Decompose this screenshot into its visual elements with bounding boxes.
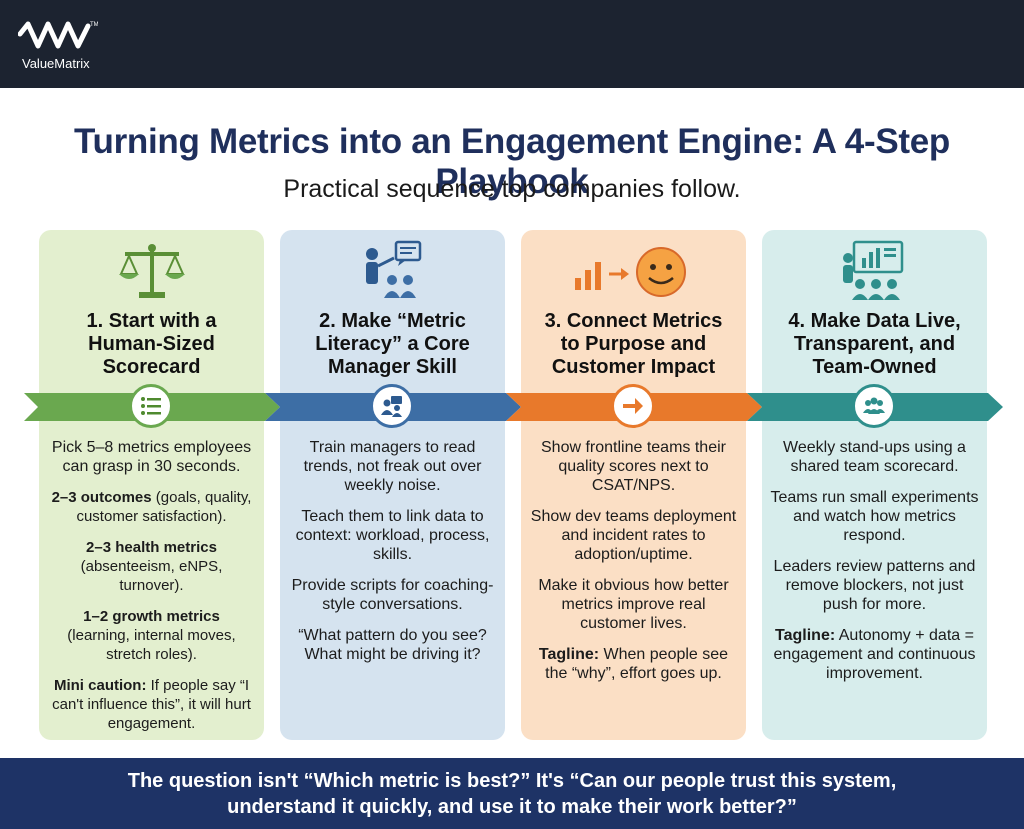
step-card-3: 3. Connect Metrics to Purpose and Custom… (521, 230, 746, 740)
step-title: 4. Make Data Live, Transparent, and Team… (788, 310, 961, 378)
team-icon (852, 384, 896, 428)
step-card-1: 1. Start with a Human-Sized Scorecard Pi… (39, 230, 264, 740)
step-body: Train managers to read trends, not freak… (291, 439, 494, 663)
step-body: Show frontline teams their quality score… (530, 439, 737, 682)
step-body: Pick 5–8 metrics employees can grasp in … (51, 439, 252, 732)
step-title: 3. Connect Metrics to Purpose and Custom… (544, 310, 723, 378)
step-title: 2. Make “Metric Literacy” a Core Manager… (315, 310, 470, 378)
chart-to-smile-icon (521, 240, 746, 310)
coaching-icon (370, 384, 414, 428)
page-subtitle: Practical sequence top companies follow. (283, 175, 741, 203)
svg-text:TM: TM (90, 22, 98, 28)
bottom-banner: The question isn't “Which metric is best… (0, 758, 1024, 829)
step-card-4: 4. Make Data Live, Transparent, and Team… (762, 230, 987, 740)
logo-text: ValueMatrix (22, 56, 90, 71)
scale-icon (39, 240, 264, 310)
team-dashboard-icon (762, 240, 987, 310)
arrow-right-icon (611, 384, 655, 428)
step-title: 1. Start with a Human-Sized Scorecard (86, 310, 217, 378)
logo: TM ValueMatrix (18, 18, 108, 74)
logo-wave-icon: TM (18, 21, 98, 49)
step-card-2: 2. Make “Metric Literacy” a Core Manager… (280, 230, 505, 740)
page-title: Turning Metrics into an Engagement Engin… (74, 122, 950, 201)
top-bar: TM ValueMatrix (0, 0, 1024, 88)
presenter-icon (280, 240, 505, 310)
list-icon (129, 384, 173, 428)
step-body: Weekly stand-ups using a shared team sco… (770, 439, 979, 682)
bottom-question: The question isn't “Which metric is best… (127, 770, 897, 818)
